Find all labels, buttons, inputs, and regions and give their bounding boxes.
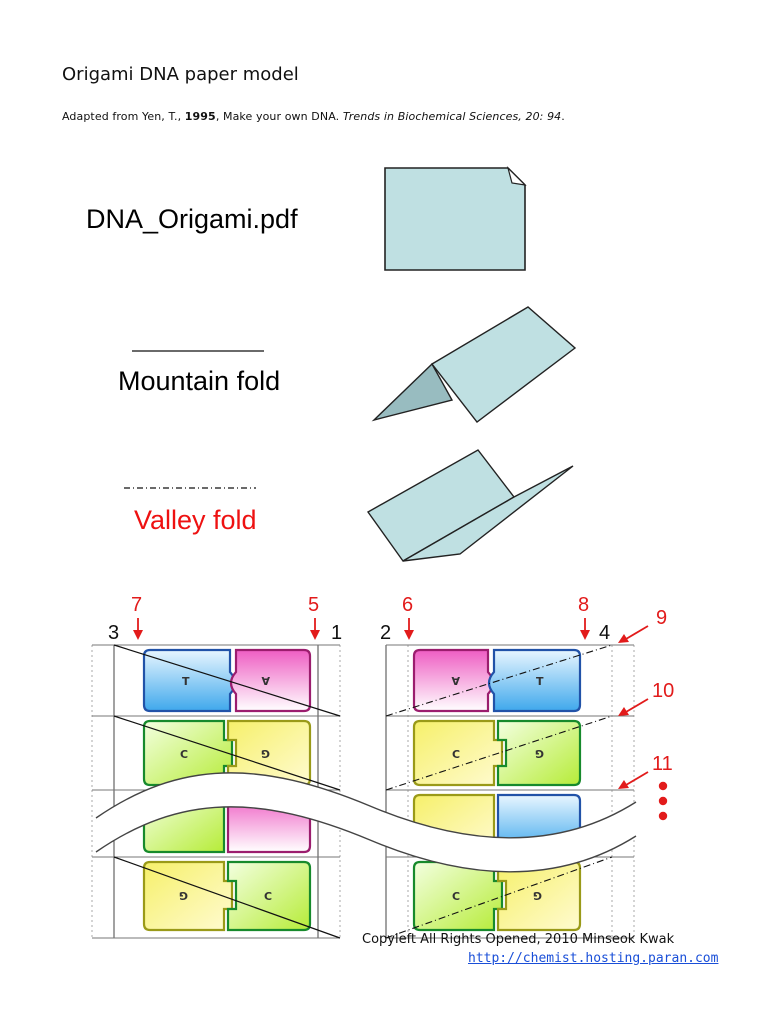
tile-letter-c-4: C	[452, 890, 460, 903]
continuation-dots-icon	[658, 781, 668, 821]
tile-row-gc: G C	[142, 860, 312, 932]
arrow-icon	[133, 618, 143, 640]
arrow-icon	[618, 698, 649, 716]
arrow-icon	[580, 618, 590, 640]
point-number-2: 2	[380, 622, 391, 644]
page-title: Origami DNA paper model	[62, 64, 299, 85]
tile-row-cg-2: C G	[412, 719, 582, 787]
mountain-fold-label: Mountain fold	[118, 366, 281, 396]
citation-middle: , Make your own DNA.	[215, 110, 343, 123]
tile-letter-g: G	[261, 747, 270, 760]
arrow-icon	[404, 618, 414, 640]
step-number-9: 9	[656, 607, 667, 629]
mountain-fold-illustration	[371, 306, 577, 423]
tile-row-cg-4: C G	[412, 860, 582, 932]
tile-letter-g-2: G	[179, 889, 188, 902]
tile-letter-g-3: G	[535, 747, 544, 760]
step-number-5: 5	[308, 594, 319, 616]
tile-letter-g-4: G	[533, 889, 542, 902]
step-number-11: 11	[652, 753, 673, 775]
tile-row-at: A T	[412, 648, 582, 713]
citation: Adapted from Yen, T., 1995, Make your ow…	[62, 110, 565, 123]
arrow-icon	[618, 771, 649, 789]
tile-letter-t-2: T	[536, 675, 544, 688]
tile-letter-t: T	[182, 675, 190, 688]
valley-fold-illustration	[366, 449, 574, 562]
step-number-7: 7	[131, 594, 142, 616]
citation-journal: Trends in Biochemical Sciences, 20: 94	[342, 110, 562, 123]
arrow-icon	[618, 625, 649, 643]
file-label: DNA_Origami.pdf	[86, 204, 298, 234]
author-link[interactable]: http://chemist.hosting.paran.com	[468, 951, 719, 966]
tile-letter-a-2: A	[451, 674, 460, 687]
step-number-8: 8	[578, 594, 589, 616]
arrow-icon	[310, 618, 320, 640]
right-dna-strip: A T C G C G	[385, 644, 635, 939]
citation-year: 1995	[184, 110, 216, 123]
step-number-6: 6	[402, 594, 413, 616]
citation-end: .	[561, 110, 565, 123]
step-number-10: 10	[652, 680, 674, 702]
point-number-1: 1	[331, 622, 342, 644]
tile-letter-c-3: C	[452, 748, 460, 761]
citation-prefix: Adapted from Yen, T.,	[62, 110, 185, 123]
tile-row-ta: T A	[142, 648, 312, 713]
point-number-4: 4	[599, 622, 610, 644]
paper-sheet-icon	[384, 165, 527, 271]
tile-letter-c-2: C	[264, 890, 272, 903]
valley-fold-label: Valley fold	[134, 505, 257, 535]
tile-letter-c: C	[180, 748, 188, 761]
copyleft-credit: Copyleft All Rights Opened, 2010 Minseok…	[362, 932, 675, 947]
point-number-3: 3	[108, 622, 119, 644]
red-arrows	[133, 618, 649, 789]
wave-break	[95, 772, 637, 873]
tile-letter-a: A	[261, 674, 270, 687]
